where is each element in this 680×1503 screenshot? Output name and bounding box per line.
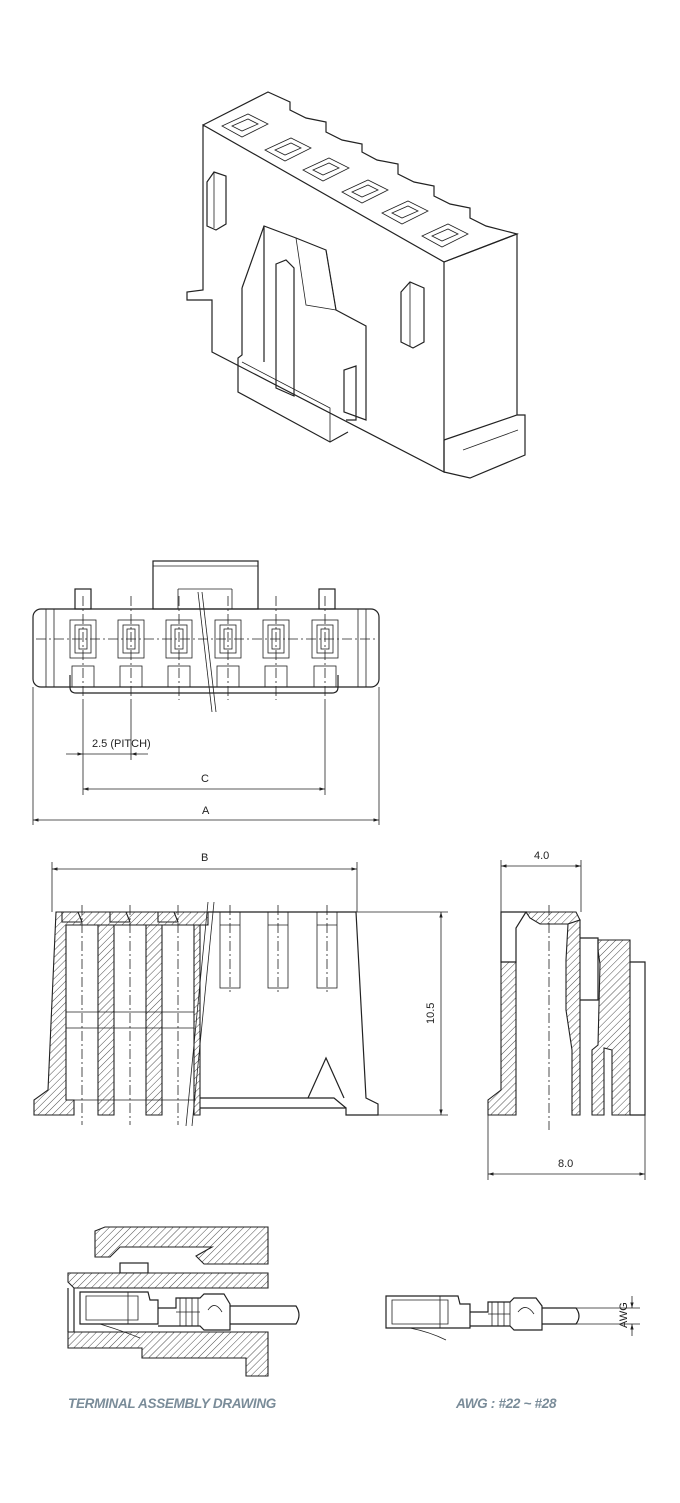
dimension-b-label: B [201,852,208,864]
dimension-a-label: A [202,805,210,817]
terminal-assembly-view [67,1226,300,1377]
front-view [32,560,380,713]
height-label: 10.5 [425,1003,437,1024]
isometric-view [186,91,526,479]
awg-range-caption: AWG : #22 ~ #28 [456,1396,557,1411]
terminal-assembly-caption: TERMINAL ASSEMBLY DRAWING [68,1396,277,1411]
section-view: B 10.5 [33,852,448,1127]
dimension-c-label: C [201,773,209,785]
awg-label: AWG [618,1302,630,1328]
pitch-label: 2.5 (PITCH) [92,738,151,750]
bottom-depth-label: 8.0 [558,1158,573,1170]
side-section-view: 4.0 8.0 [487,850,646,1180]
top-depth-label: 4.0 [534,850,549,862]
terminal-view: AWG [385,1295,640,1341]
front-dimensions: 2.5 (PITCH) C A [32,687,380,825]
